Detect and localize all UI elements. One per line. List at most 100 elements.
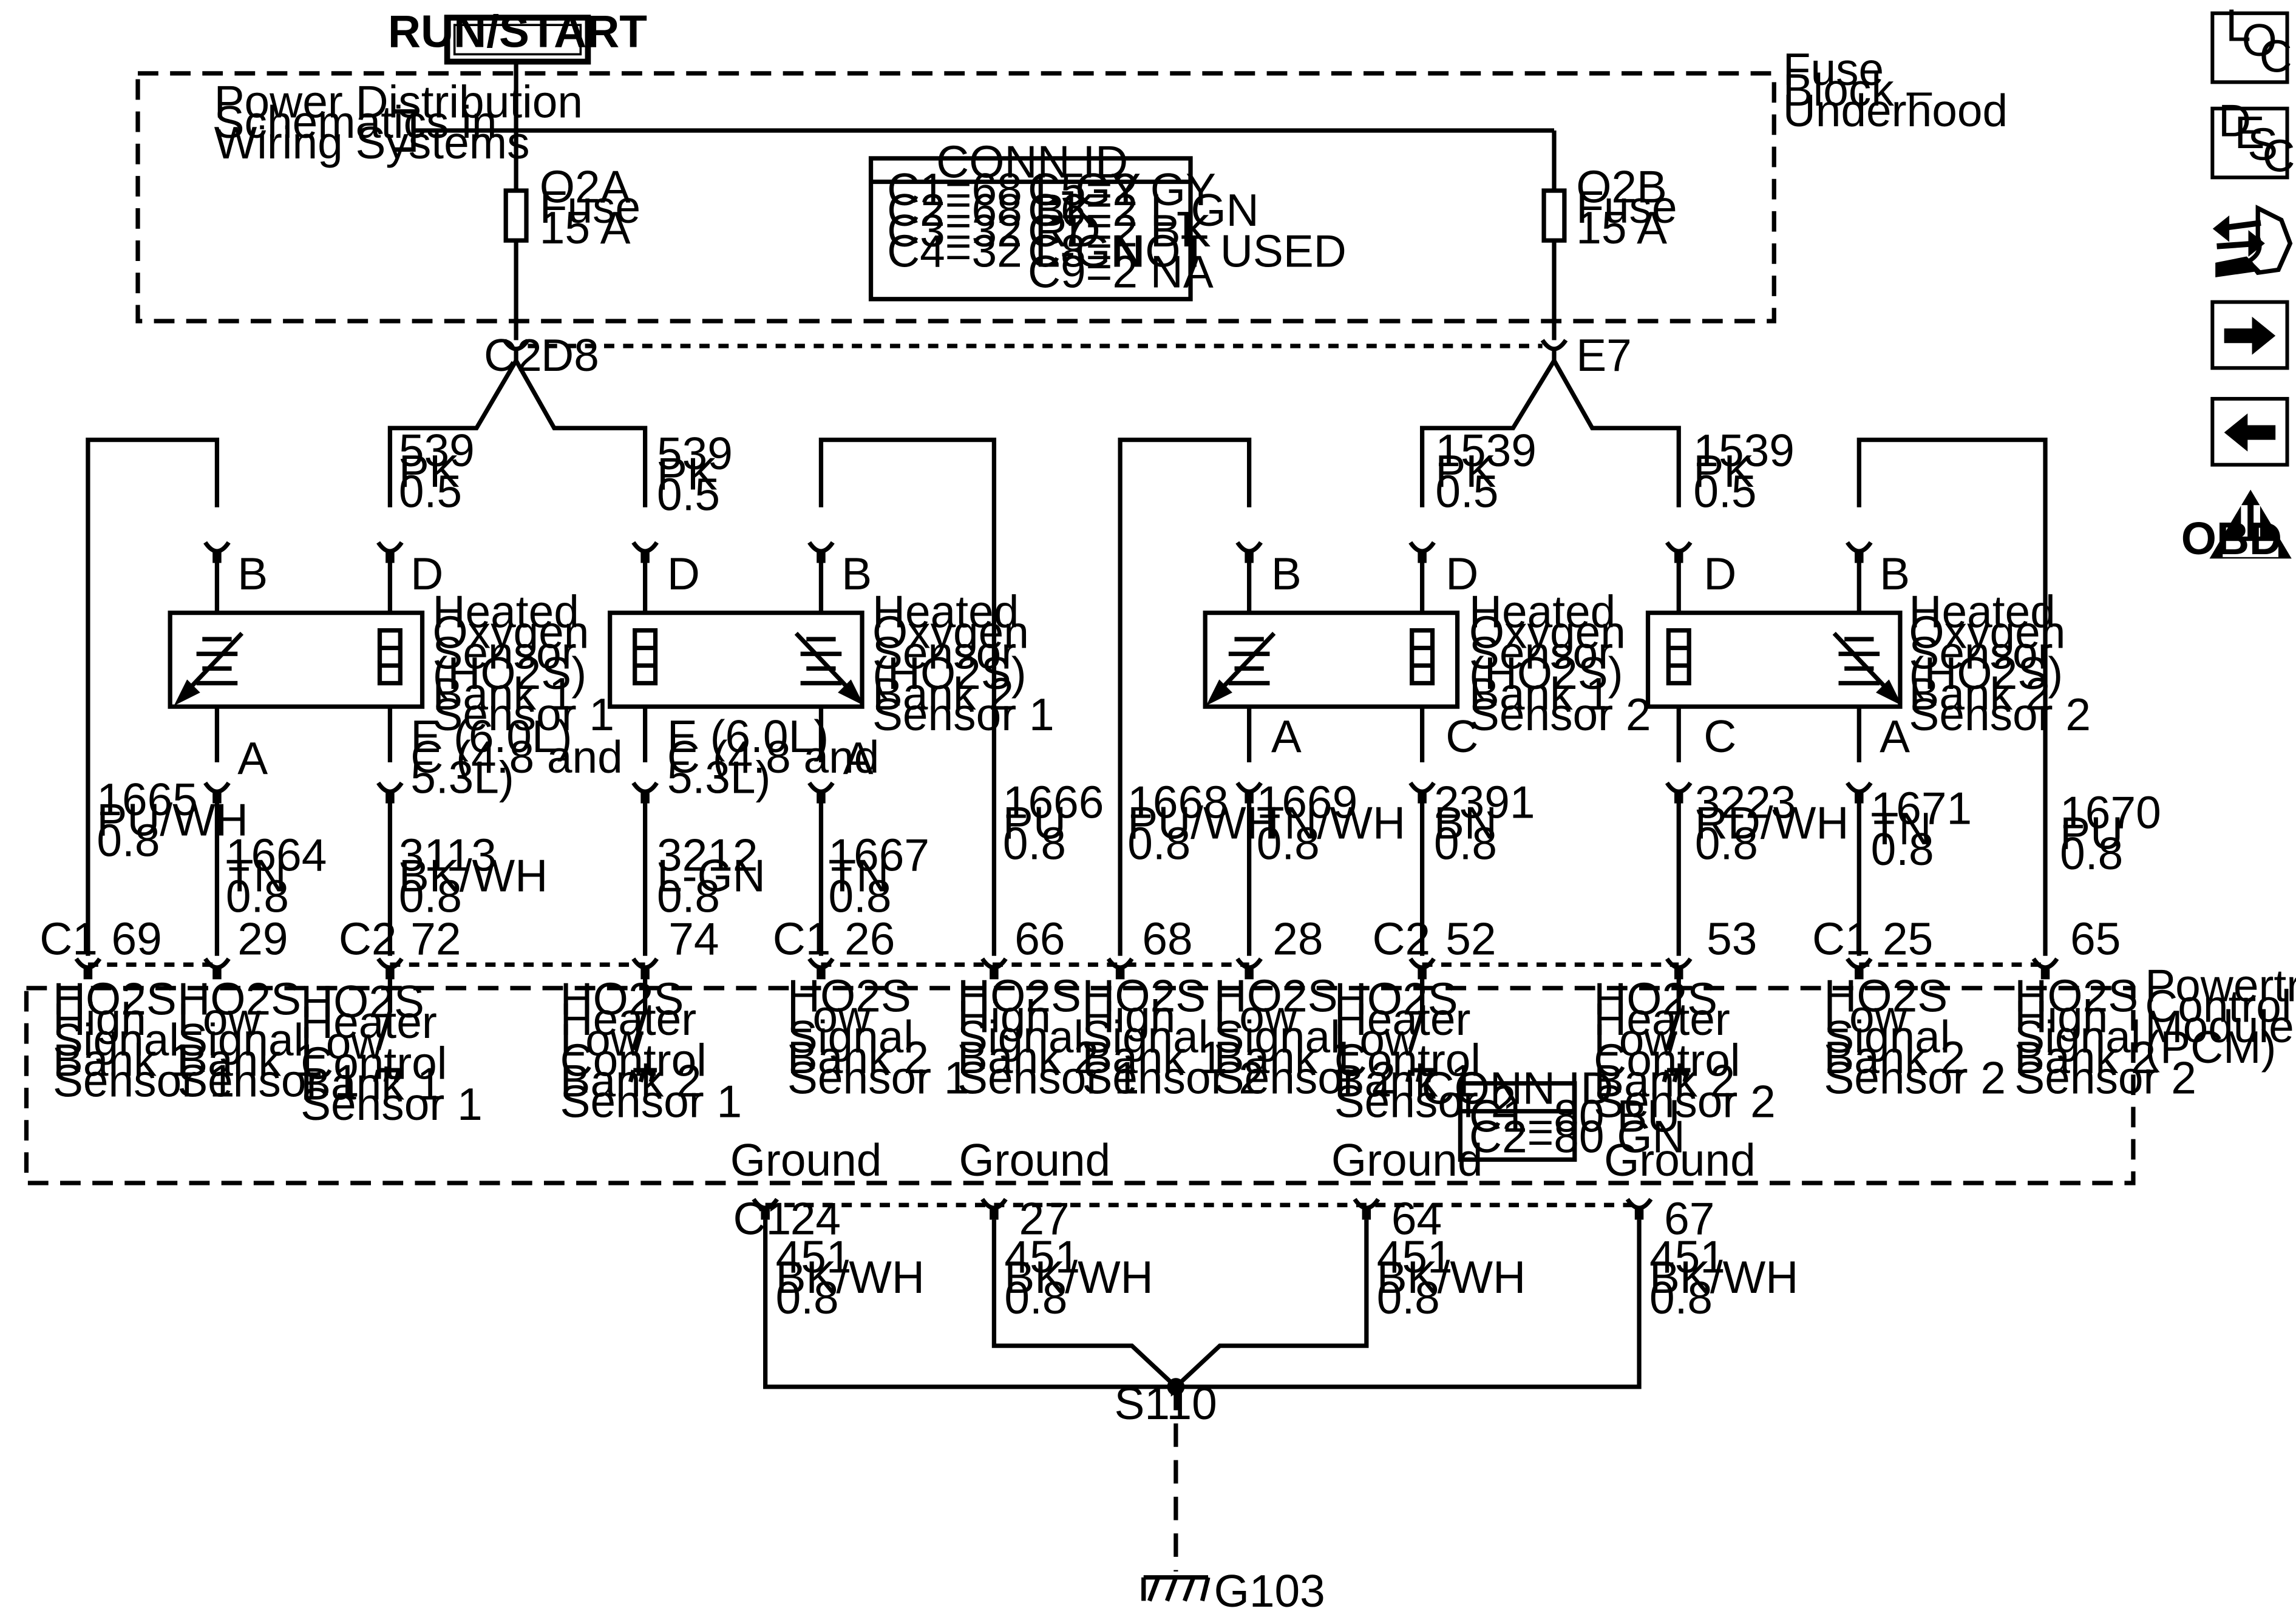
connector-terminal <box>203 781 231 804</box>
pcm-conn-id-lines: C1=80 BUC2=80 GN <box>1469 1091 1685 1162</box>
connector-terminal <box>1235 541 1263 563</box>
connector-terminal <box>980 1198 1008 1220</box>
pcm-connector-label: C1 <box>1812 913 1870 964</box>
pcm-pin-number: 26 <box>844 913 895 964</box>
pcm-wire-label: 1670PU0.8 <box>2060 787 2161 880</box>
ground-point-label: G103 <box>1214 1565 1325 1616</box>
pcm-pin-number: 65 <box>2070 913 2121 964</box>
connector-terminal <box>631 781 659 804</box>
connector-terminal <box>631 957 659 980</box>
pin-label: A <box>1271 711 1302 762</box>
power-source-label: RUN/START <box>388 5 647 56</box>
pin-label: D <box>667 548 700 599</box>
ground-symbol <box>1141 1575 1211 1602</box>
splice-node <box>1167 1378 1185 1396</box>
pin-label: A <box>237 733 268 784</box>
pcm-pin-number: 28 <box>1272 913 1323 964</box>
pcm-wire-label: 2391BN0.8 <box>1434 777 1535 869</box>
connector-terminal <box>1665 957 1693 980</box>
svg-text:OBD II: OBD II <box>2181 513 2296 564</box>
ground-label: Ground <box>959 1134 1110 1185</box>
svg-text:C: C <box>2262 131 2295 181</box>
pin-label: D <box>410 548 443 599</box>
previous-page-icon[interactable] <box>2210 396 2289 467</box>
connector-e7-label: E7 <box>1576 330 1632 381</box>
pin-label: B <box>237 548 268 599</box>
pcm-function-label: HO2SHighSignalBank 2Sensor 1 <box>957 970 1140 1103</box>
connector-terminal <box>1625 1198 1653 1220</box>
ground-pin-number: 27 <box>1019 1193 1069 1244</box>
pcm-function-label: HO2SHeaterLowControlBank 2Sensor 2 <box>1594 973 1776 1127</box>
desc-icon[interactable]: D E S C <box>2210 95 2295 181</box>
pcm-function-label: HO2SLowSignalBank 2Sensor 1 <box>787 970 970 1103</box>
svg-text:S: S <box>2247 118 2278 169</box>
ground-label: Ground <box>730 1134 882 1185</box>
pcm-wire-label: 1671TN0.8 <box>1871 782 1972 875</box>
pin-label: A <box>1880 711 1910 762</box>
pcm-function-label: HO2SHighSignalBank 1Sensor 2 <box>1082 970 1264 1103</box>
connector-terminals <box>74 541 2059 1220</box>
power-distribution-note: Power DistributionSchematics inWiring Sy… <box>214 76 583 168</box>
connector-terminal <box>631 541 659 563</box>
ground-wire-label: 451BK/WH0.8 <box>776 1231 925 1323</box>
connector-terminal <box>74 957 102 980</box>
sensor-label: HeatedOxygenSensor(HO2S)Bank 2Sensor 2 <box>1909 586 2091 740</box>
pin-label: B <box>841 548 872 599</box>
pcm-pin-number: 68 <box>1142 913 1192 964</box>
connector-repair-icon[interactable] <box>2212 205 2293 277</box>
connector-terminal <box>1408 541 1436 563</box>
connector-d8-label: D8 <box>541 330 599 381</box>
splice-label: S110 <box>1114 1378 1217 1429</box>
pcm-wire-label: 1668PU/WH0.8 <box>1127 777 1279 869</box>
pcm-pin-number: 66 <box>1014 913 1065 964</box>
pcm-label: PowertrainControlModule(PCM) <box>2145 960 2296 1073</box>
sensor-pin-labels: B D D B B D D B A A A C C A <box>237 548 1910 784</box>
pcm-function-label: HO2SLowSignalBank 2Sensor 2 <box>1824 970 2006 1103</box>
pcm-pin-number: 74 <box>668 913 719 964</box>
pcm-pin-number: 29 <box>237 913 288 964</box>
pcm-wire-label: 1669TN/WH0.8 <box>1257 777 1405 869</box>
next-page-icon[interactable] <box>2210 300 2289 370</box>
pcm-connector-label: C2 <box>1373 913 1431 964</box>
svg-text:C: C <box>2260 30 2292 81</box>
svg-text:L: L <box>2226 0 2251 51</box>
pcm-pin-number: 25 <box>1883 913 1933 964</box>
pcm-wire-label: 3223RD/WH0.8 <box>1695 777 1849 869</box>
pin-label: C <box>1703 711 1736 762</box>
sensor-label: HeatedOxygenSensor(HO2S)Bank 1Sensor 2 <box>1469 586 1651 740</box>
pcm-pin-number: 52 <box>1445 913 1496 964</box>
ground-label: Ground <box>1331 1134 1483 1185</box>
pcm-wire-label: 3113BK/WH0.8 <box>399 830 548 922</box>
obd-ii-icon[interactable]: II OBD II <box>2181 489 2296 564</box>
feed-wire-label: 1539PK0.5 <box>1693 425 1795 517</box>
pcm-conn-id-title: CONN ID <box>1422 1063 1614 1114</box>
schematic-labels: Power DistributionSchematics inWiring Sy… <box>39 44 2296 1323</box>
pin-label: D <box>1703 548 1736 599</box>
pcm-wire-label: 1667TN0.8 <box>829 830 930 922</box>
svg-text:O: O <box>2242 15 2277 66</box>
pin-label: D <box>1445 548 1478 599</box>
connector-terminal <box>807 957 835 980</box>
wiring-lines <box>24 61 2136 1572</box>
connector-terminal <box>1353 1198 1381 1220</box>
ground-wire-label: 451BK/WH0.8 <box>1004 1231 1153 1323</box>
fuse-conn-id-right: C5=2 GYC6=2 L-GNC7=2 BKC8=NOT USEDC9=2 N… <box>1028 164 1347 297</box>
connector-terminal <box>807 781 835 804</box>
feed-wire-label: 1539PK0.5 <box>1435 425 1537 517</box>
connector-c2-label: C2 <box>484 330 542 381</box>
connector-terminal <box>1665 781 1693 804</box>
heater-pin-note: E (6.0L)C (4.8 and5.3L) <box>667 711 880 803</box>
pcm-wire-label: 3212L-GN0.8 <box>657 830 766 922</box>
svg-text:D: D <box>2218 95 2251 146</box>
connector-terminal <box>980 957 1008 980</box>
pin-label: C <box>1445 711 1478 762</box>
fuse-conn-id-title: CONN ID <box>936 136 1128 187</box>
fuse-label: O2BFuse15 A <box>1576 161 1677 253</box>
loc-icon[interactable]: L O C <box>2210 0 2292 84</box>
pcm-connector-label: C2 <box>339 913 397 964</box>
connector-terminal <box>752 1198 779 1220</box>
connector-terminal <box>1408 957 1436 980</box>
pcm-function-label: HO2SHeaterLowControlBank 1Sensor 1 <box>301 976 483 1130</box>
pin-label: B <box>1880 548 1910 599</box>
